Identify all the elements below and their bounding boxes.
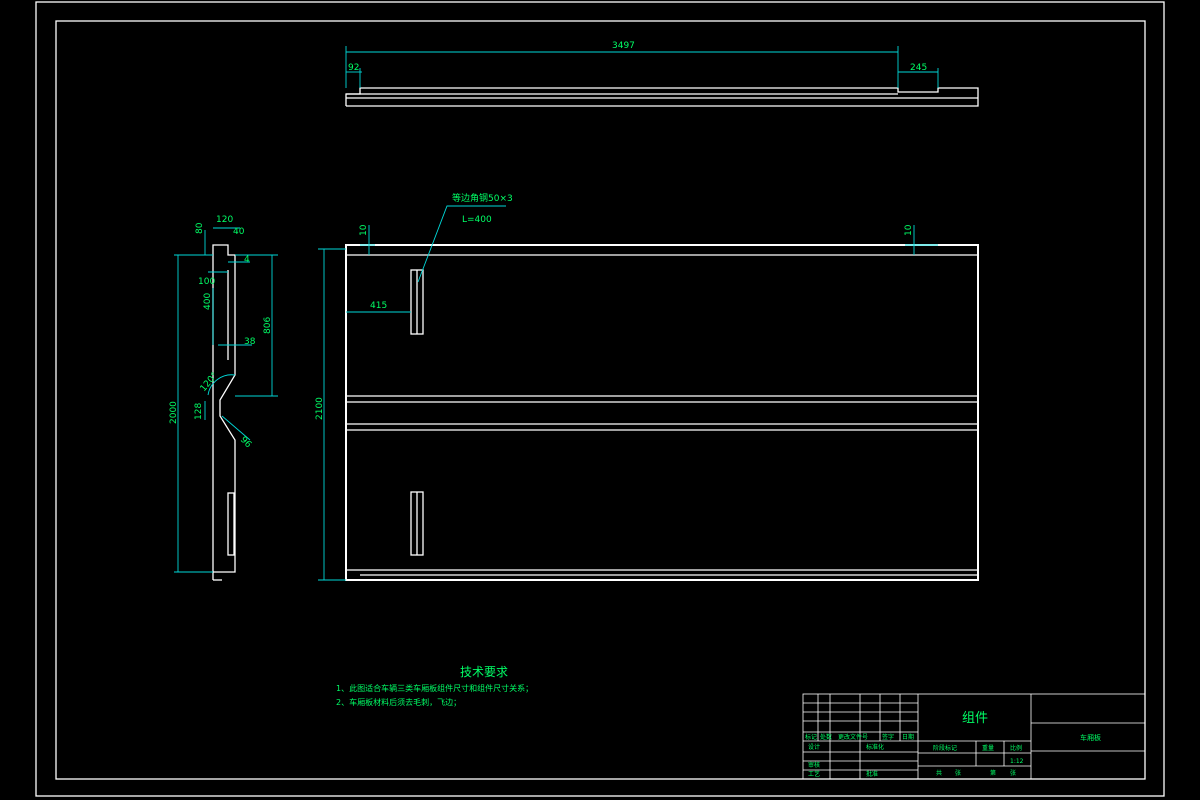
tb-scale-value: 1:12 [1010,758,1024,765]
tb-scale: 比例 [1010,744,1022,752]
tb-assembly-title: 组件 [962,711,988,726]
dim-front-top-left: 10 [359,224,369,236]
front-view: 2100 415 10 10 等边角钢50×3 L=400 [315,192,979,581]
tb-sheet-unit: 张 [955,769,961,777]
dim-front-slot: 415 [370,301,387,311]
tb-std: 标准化 [866,743,884,751]
dim-top-length: 3497 [612,41,635,51]
dim-front-height: 2100 [315,397,325,420]
leader-length: L=400 [462,215,492,225]
dim-side-120: 120 [216,215,233,225]
dim-side-4: 4 [244,255,250,265]
tb-h-mark: 标记 [805,733,817,741]
dim-side-2000: 2000 [169,401,179,424]
dim-side-80: 80 [195,222,205,234]
dim-top-right: 245 [910,63,927,73]
tb-h-doc: 更改文件号 [838,733,868,741]
tb-h-date: 日期 [902,733,914,741]
dim-side-40: 40 [233,227,245,237]
tb-check: 审核 [808,761,820,769]
inner-frame [55,20,1146,780]
tb-h-count: 处数 [820,733,832,741]
tb-sheet-no: 第 [990,769,996,777]
top-view: 3497 92 245 [345,41,979,107]
tb-sheets-total: 共 [936,769,942,777]
notes-line-1: 1、此图适合车辆三类车厢板组件尺寸和组件尺寸关系； [336,683,533,693]
notes-line-2: 2、车厢板材料后须去毛刺，飞边； [336,697,461,707]
dim-side-96: 96 [238,435,253,450]
dim-side-128: 128 [194,403,204,420]
dim-top-left: 92 [348,63,359,73]
notes-heading: 技术要求 [460,665,508,679]
outer-frame [35,1,1165,797]
dim-side-400: 400 [203,293,213,310]
tb-weight: 重量 [982,744,994,752]
tb-process: 工艺 [808,770,820,778]
tb-stage: 阶段标记 [933,744,957,752]
tb-h-sign: 签字 [882,733,894,741]
leader-label: 等边角钢50×3 [452,192,513,204]
dim-side-38: 38 [244,337,256,347]
technical-notes: 技术要求 1、此图适合车辆三类车厢板组件尺寸和组件尺寸关系； 2、车厢板材料后须… [336,665,533,707]
dim-side-100: 100 [198,277,215,287]
title-block: 标记 处数 更改文件号 签字 日期 设计 标准化 审核 工艺 批准 组件 阶段标… [802,693,1146,780]
tb-design: 设计 [808,743,820,751]
tb-drawing-name: 车厢板 [1080,733,1101,742]
tb-sheet-unit-2: 张 [1010,769,1016,777]
dim-side-806: 806 [263,317,273,334]
side-view: 2000 806 120 40 80 4 100 400 38 120° 128… [169,215,278,581]
dim-front-top-right: 10 [904,224,914,236]
tb-approve: 批准 [866,770,878,778]
